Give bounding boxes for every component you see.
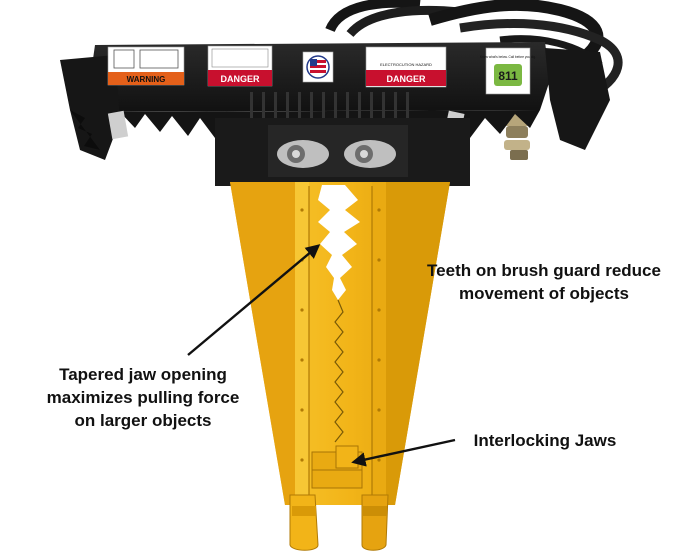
svg-text:WARNING: WARNING — [127, 75, 166, 84]
pivot-bolt-icon — [277, 140, 396, 168]
taper-callout-arrow — [187, 244, 321, 356]
jaw-tips — [289, 494, 389, 551]
usa-flag-seal-icon — [302, 51, 334, 83]
hydraulic-hoses — [325, 0, 623, 100]
interlocking-jaw-block — [311, 445, 363, 489]
pivot-block — [215, 118, 470, 186]
svg-text:ELECTROCUTION HAZARD: ELECTROCUTION HAZARD — [380, 62, 432, 67]
teeth-callout: Teeth on brush guard reduce movement of … — [414, 259, 674, 305]
warning-decal: WARNING — [107, 46, 185, 86]
taper-callout-line-3: on larger objects — [74, 411, 212, 430]
jaws-callout-line-1: Interlocking Jaws — [473, 431, 617, 450]
serrated-teeth — [318, 185, 360, 443]
call-811-decal: Know what's below. Call before you dig. … — [480, 47, 536, 95]
svg-text:811: 811 — [498, 69, 518, 83]
taper-callout: Tapered jaw opening maximizes pulling fo… — [18, 363, 268, 432]
svg-text:Know what's below. Call before: Know what's below. Call before you dig. — [480, 55, 536, 59]
jaws-callout: Interlocking Jaws — [440, 429, 650, 452]
danger-decal-left: DANGER — [207, 45, 273, 87]
taper-callout-line-1: Tapered jaw opening — [59, 365, 227, 384]
teeth-callout-line-2: movement of objects — [458, 284, 630, 303]
teeth-callout-line-1: Teeth on brush guard reduce — [427, 261, 661, 280]
jaws-callout-arrow — [351, 438, 456, 467]
taper-callout-line-2: maximizes pulling force — [46, 388, 240, 407]
svg-text:DANGER: DANGER — [220, 74, 260, 84]
tapered-jaws — [230, 182, 450, 505]
danger-decal-right: DANGER ELECTROCUTION HAZARD — [365, 46, 447, 88]
svg-text:DANGER: DANGER — [386, 74, 426, 84]
